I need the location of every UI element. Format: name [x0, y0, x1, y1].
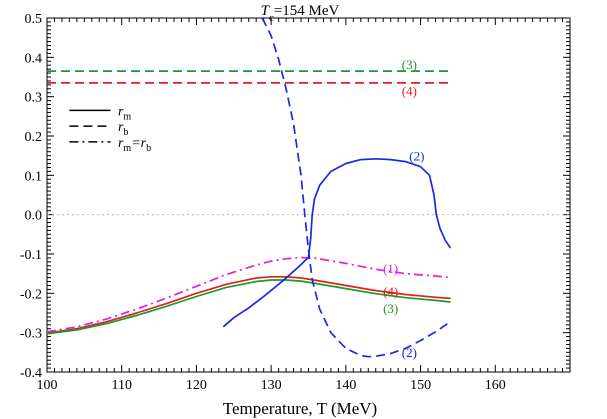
x-axis-label: Temperature, T (MeV) [223, 399, 377, 418]
x-tick-label: 100 [37, 378, 58, 393]
y-tick-label: 0.3 [25, 91, 43, 106]
y-tick-label: -0.1 [20, 248, 42, 263]
series-labels: (3) (4) (1) (4) (3) (2) (2) [383, 57, 424, 360]
x-tick-label: 160 [485, 378, 506, 393]
y-tick-label: 0.2 [25, 130, 43, 145]
x-tick-label: 120 [186, 378, 207, 393]
series-label-3: (3) [383, 301, 398, 316]
legend-label: rb [118, 120, 128, 138]
series-label-4-upper: (4) [402, 84, 417, 99]
y-tick-label: -0.3 [20, 327, 42, 342]
legend-label: rm=rb [118, 136, 151, 154]
axis-ticks: 100 110 120 130 140 150 160 -0.4 -0.3 -0.2 -0.1 0.0… [20, 12, 571, 393]
y-tick-label: -0.2 [20, 287, 42, 302]
series-label-2-dashed: (2) [402, 345, 417, 360]
series-line-2-solid [222, 157, 452, 328]
series-line-4 [46, 275, 451, 334]
x-tick-label: 130 [261, 378, 282, 393]
series-line-2-dashed [261, 17, 451, 358]
series-line-1 [46, 256, 451, 333]
y-tick-label: 0.5 [25, 12, 43, 27]
series-label-3-upper: (3) [402, 57, 417, 72]
y-tick-label: 0.1 [25, 169, 43, 184]
series-label-4: (4) [383, 284, 398, 299]
x-tick-label: 110 [111, 378, 131, 393]
series-line-3 [46, 279, 451, 335]
series-label-2-solid: (2) [409, 148, 424, 163]
y-tick-label: -0.4 [20, 366, 42, 381]
x-tick-label: 140 [335, 378, 356, 393]
legend-label: rm [118, 104, 131, 122]
series-layer [46, 17, 570, 358]
chart-title: Tc=154 MeV [261, 3, 340, 24]
series-label-1: (1) [383, 261, 398, 276]
y-tick-label: 0.4 [25, 51, 43, 66]
x-tick-label: 150 [410, 378, 431, 393]
y-tick-label: 0.0 [25, 209, 43, 224]
